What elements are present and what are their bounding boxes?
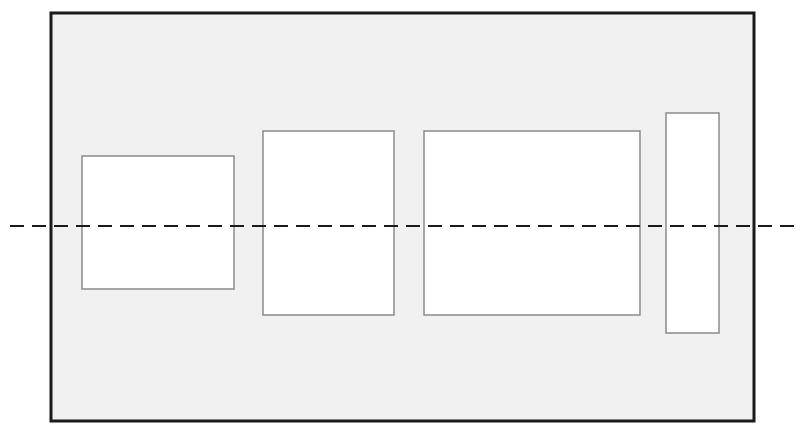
box-1 <box>81 155 235 290</box>
box-3 <box>423 130 641 316</box>
box-4 <box>665 112 720 334</box>
box-2 <box>262 130 395 316</box>
